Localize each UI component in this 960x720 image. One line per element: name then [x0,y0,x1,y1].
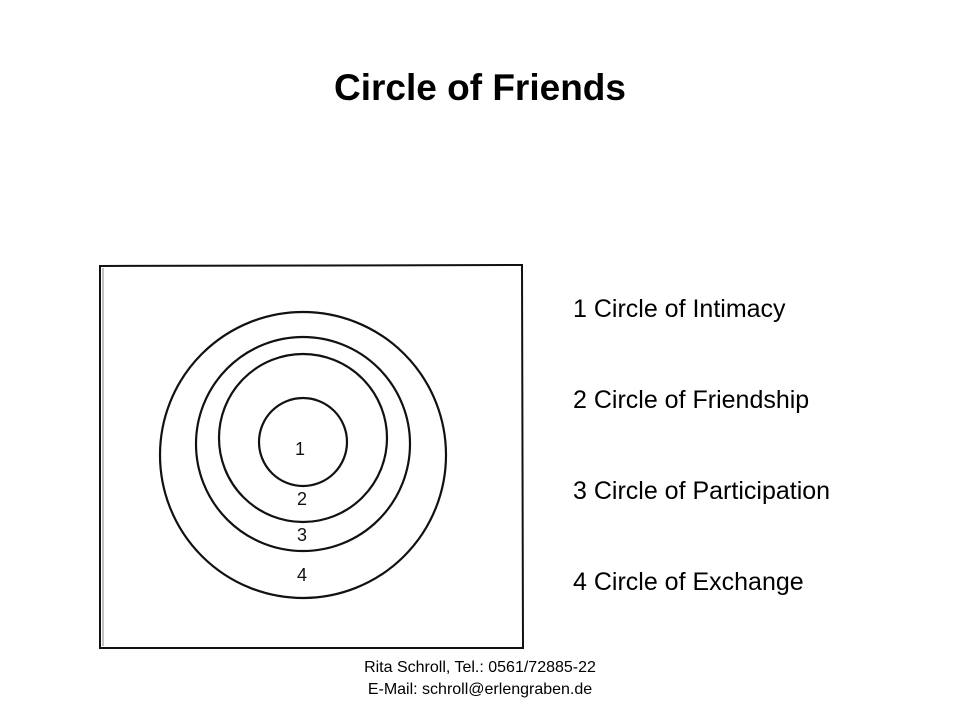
ring-label-1: 1 [295,439,305,459]
ring-1-inner [257,396,349,488]
legend-item-exchange: 4 Circle of Exchange [573,568,804,596]
ring-2 [217,352,389,524]
ring-label-4: 4 [297,565,307,585]
ring-label-3: 3 [297,525,307,545]
legend-item-friendship: 2 Circle of Friendship [573,386,810,414]
ring-4-outer [158,310,448,600]
circle-diagram: 1 2 3 4 [99,263,525,649]
diagram-frame [99,263,525,649]
ring-3 [194,335,412,553]
circle-legend: 1 Circle of Intimacy 2 Circle of Friends… [573,280,830,644]
legend-item-participation: 3 Circle of Participation [573,477,831,505]
footer: Rita Schroll, Tel.: 0561/72885-22 E-Mail… [0,657,960,701]
footer-contact-line: Rita Schroll, Tel.: 0561/72885-22 [364,659,596,676]
legend-item-intimacy: 1 Circle of Intimacy [573,295,786,323]
ring-label-2: 2 [297,489,307,509]
slide-title: Circle of Friends [334,67,626,108]
footer-email-line: E-Mail: schroll@erlengraben.de [367,681,593,698]
